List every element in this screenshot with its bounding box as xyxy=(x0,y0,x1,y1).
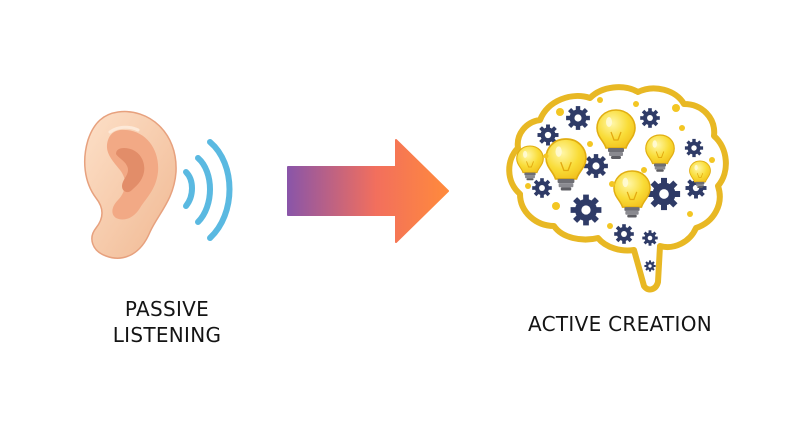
gear-icon-2 xyxy=(566,106,590,130)
gear-icon-7 xyxy=(570,194,602,226)
gear-icon-5 xyxy=(584,154,608,178)
gear-icon-12 xyxy=(644,260,656,272)
gear-icon-8 xyxy=(532,178,552,198)
gradient-arrow-right-icon xyxy=(287,139,449,243)
gear-icon-4 xyxy=(684,138,704,158)
passive-label-line1: PASSIVE xyxy=(124,297,210,321)
brain-icon xyxy=(506,84,729,293)
passive-label-line2: LISTENING xyxy=(112,323,222,347)
passive-listening-label: PASSIVE LISTENING xyxy=(92,296,242,348)
gear-icon-6 xyxy=(647,177,681,211)
active-creation-label: ACTIVE CREATION xyxy=(527,312,713,336)
gear-icon-10 xyxy=(614,224,634,244)
gear-icon-3 xyxy=(640,108,660,128)
gear-icon-11 xyxy=(642,230,658,246)
decorative-dots xyxy=(525,97,715,229)
sound-waves-icon xyxy=(183,139,233,241)
ear-icon xyxy=(83,110,177,259)
